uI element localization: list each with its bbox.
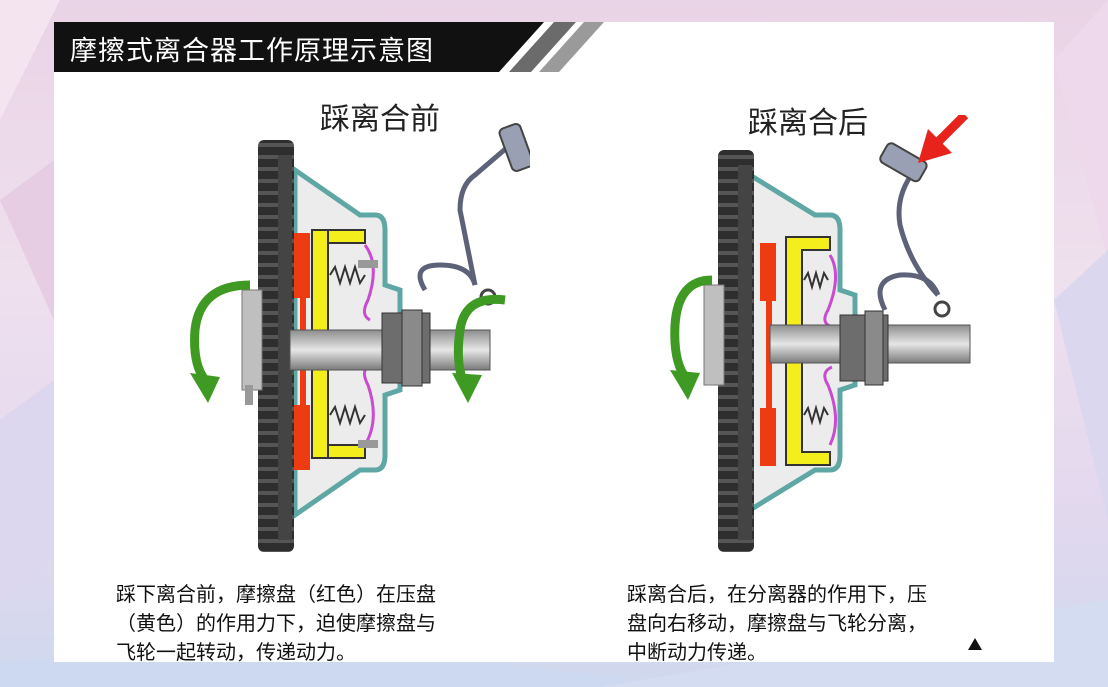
left-caption: 踩下离合前，摩擦盘（红色）在压盘 （黄色）的作用力下，迫使摩擦盘与 飞轮一起转动… (116, 580, 516, 667)
right-caption-line: 踩离合后，在分离器的作用下，压 (627, 582, 927, 606)
friction-disc (294, 233, 310, 298)
clutch-pedal (879, 142, 928, 183)
spring-icon (329, 263, 366, 287)
rotation-arrow-icon (190, 280, 251, 389)
left-caption-line: 踩下离合前，摩擦盘（红色）在压盘 (116, 582, 436, 606)
friction-disc (760, 243, 776, 301)
clutch-diagram-after (670, 115, 971, 552)
spring-icon (803, 269, 829, 291)
pedal-arm (877, 272, 941, 312)
left-caption-line: （黄色）的作用力下，迫使摩擦盘与 (116, 611, 436, 635)
left-panel-heading: 踩离合前 (320, 102, 440, 137)
triangle-mark-icon (968, 638, 982, 650)
clutch-pedal (498, 122, 530, 172)
right-caption-line: 盘向右移动，摩擦盘与飞轮分离， (627, 611, 927, 635)
right-caption: 踩离合后，在分离器的作用下，压 盘向右移动，摩擦盘与飞轮分离， 中断动力传递。 (627, 580, 1027, 667)
rotation-arrow-icon (670, 275, 713, 384)
pedal-arm (417, 262, 478, 292)
right-panel-heading: 踩离合后 (748, 106, 868, 141)
right-caption-line: 中断动力传递。 (627, 640, 767, 664)
left-caption-line: 飞轮一起转动，传递动力。 (116, 640, 356, 664)
page-title: 摩擦式离合器工作原理示意图 (70, 36, 434, 67)
clutch-diagram-before (190, 122, 530, 552)
title-bar (54, 22, 604, 72)
